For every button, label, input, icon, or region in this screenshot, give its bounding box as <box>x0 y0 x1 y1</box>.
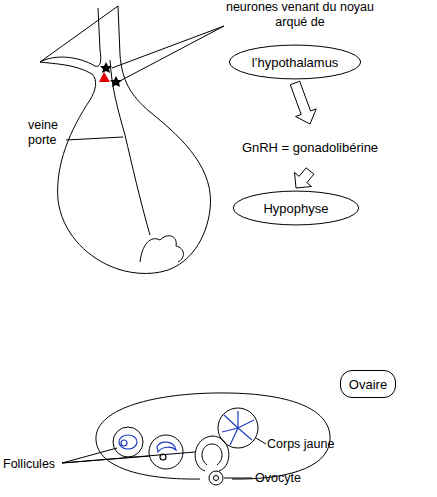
ellipse-shape <box>233 191 358 225</box>
callout-label: neurones venant du noyau arqué de <box>222 0 378 30</box>
follicle-antrum <box>157 442 176 452</box>
ellipse-node: l’hypothalamus <box>228 44 362 80</box>
portal-vein-leader-line <box>66 137 123 140</box>
ovary-outline <box>96 393 330 479</box>
hollow-arrow <box>290 81 316 124</box>
neuron-leader-line <box>118 26 224 82</box>
corpus-luteum-scar <box>222 411 254 445</box>
follicle <box>149 435 183 469</box>
callout-label: Corps jaune <box>267 437 347 452</box>
node-text: GnRH = gonadolibérine <box>242 140 378 155</box>
pituitary-posterior-lobe <box>140 236 183 262</box>
pituitary-stalk-line <box>110 60 150 235</box>
text-node: GnRH = gonadolibérine <box>230 126 390 168</box>
follicle-antrum <box>119 435 137 449</box>
rounded-box: Ovaire <box>340 370 396 398</box>
gnrh-triangle <box>99 72 110 82</box>
callout-label: Ovocyte <box>255 471 325 486</box>
neuron-star <box>110 76 122 87</box>
ruptured-follicle <box>195 436 229 471</box>
follicle-ovocyte <box>160 454 166 460</box>
follicle-leader-line <box>62 452 195 463</box>
corpus-luteum-leader-line <box>256 438 266 444</box>
corpus-luteum <box>218 408 258 448</box>
ruptured-follicle-inner <box>202 444 222 465</box>
callout-label: veine porte <box>28 118 70 148</box>
ellipse-shape <box>229 45 360 79</box>
ellipse-node: Hypophyse <box>232 190 360 226</box>
node-text: Hypophyse <box>263 201 328 216</box>
follicle-ovocyte <box>121 440 127 446</box>
follicle <box>113 427 143 457</box>
neuron-star <box>100 62 112 73</box>
node-text: Ovaire <box>349 377 387 392</box>
node-text: l’hypothalamus <box>252 55 339 70</box>
ovocyte-leader-line <box>224 478 252 479</box>
ovocyte-nucleus <box>214 476 219 481</box>
neuron-leader-line <box>112 26 224 68</box>
hollow-arrow <box>295 168 314 188</box>
ovocyte <box>209 471 223 485</box>
callout-label: Follicules <box>3 457 73 472</box>
